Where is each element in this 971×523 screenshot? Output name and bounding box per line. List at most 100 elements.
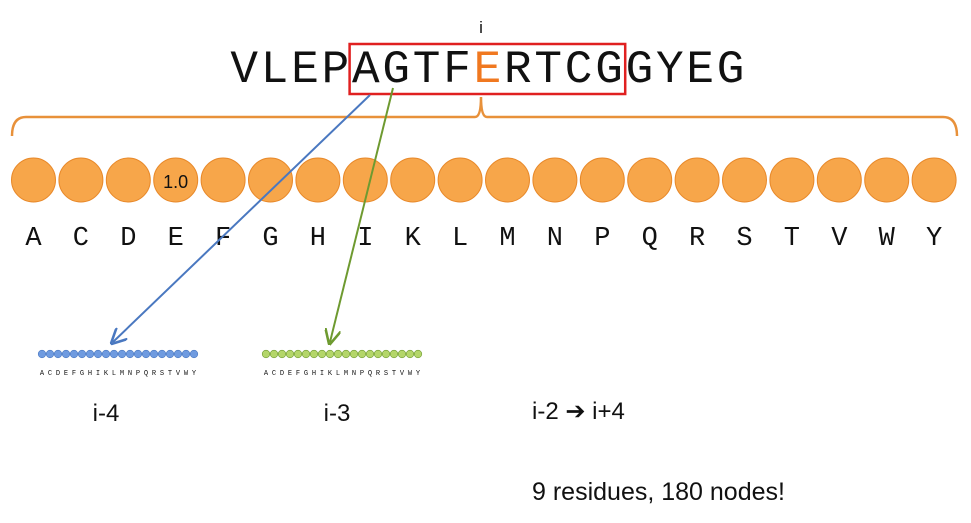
small-node-letter-C: C (48, 370, 52, 378)
small-node-letter-K: K (328, 370, 333, 378)
sequence-residue-5: G (382, 44, 410, 96)
input-node-M (485, 157, 530, 203)
small-node-W (405, 349, 415, 359)
small-node-T (165, 349, 175, 359)
sequence-residue-14: Y (656, 44, 684, 96)
input-node-C (58, 157, 104, 203)
small-node-Y (189, 349, 199, 359)
small-node-N (349, 349, 359, 359)
small-node-letter-Q: Q (368, 370, 372, 378)
small-node-D (277, 349, 287, 359)
small-node-R (373, 349, 383, 359)
mapping-arrow-1 (330, 87, 394, 342)
encoding-offset-label: i-4 (93, 400, 120, 427)
small-node-letter-N: N (352, 370, 356, 378)
input-node-Y (911, 157, 957, 203)
small-node-letter-H: H (88, 370, 92, 378)
sequence-residue-1: L (261, 44, 289, 96)
small-node-E (61, 349, 71, 359)
small-node-letter-S: S (384, 370, 388, 378)
small-node-I (317, 349, 327, 359)
encoding-bracket (10, 96, 959, 137)
sequence-residue-15: E (686, 44, 714, 96)
amino-acid-label-A: A (25, 224, 42, 254)
small-node-letter-F: F (296, 370, 300, 378)
small-node-S (381, 349, 391, 359)
input-node-V (816, 157, 862, 203)
amino-acid-label-F: F (215, 224, 231, 254)
node-value-label: 1.0 (163, 172, 188, 192)
input-node-W (864, 157, 910, 203)
amino-acid-label-E: E (168, 224, 184, 254)
input-node-K (390, 157, 436, 203)
small-node-I (93, 349, 103, 359)
small-node-Y (413, 349, 423, 359)
sequence-residue-16: G (717, 44, 745, 96)
input-node-N (532, 157, 578, 203)
small-node-P (133, 349, 143, 359)
input-node-H (295, 157, 341, 203)
small-node-C (269, 349, 279, 359)
small-node-H (309, 349, 319, 359)
small-node-letter-A: A (264, 370, 269, 378)
sequence-residue-10: T (534, 44, 562, 96)
amino-acid-label-I: I (357, 224, 373, 254)
amino-acid-label-R: R (689, 224, 705, 254)
input-node-R (674, 157, 720, 203)
small-node-A (261, 349, 271, 359)
amino-acid-label-V: V (831, 224, 848, 254)
small-node-letter-F: F (72, 370, 76, 378)
input-node-S (722, 157, 767, 203)
small-node-letter-P: P (360, 370, 364, 378)
sequence-residue-3: P (322, 44, 350, 96)
small-node-letter-I: I (96, 370, 100, 378)
amino-acid-label-K: K (405, 224, 422, 254)
small-node-S (157, 349, 167, 359)
small-node-letter-D: D (280, 370, 284, 378)
position-marker-label: i (479, 18, 483, 37)
small-node-P (357, 349, 367, 359)
small-node-letter-M: M (344, 370, 348, 378)
sequence-residue-11: C (565, 44, 593, 96)
small-node-L (333, 349, 343, 359)
small-node-R (149, 349, 159, 359)
sequence-residue-8: E (474, 44, 502, 96)
sequence-residue-13: G (626, 44, 654, 96)
small-node-F (293, 349, 303, 359)
amino-acid-label-D: D (120, 224, 136, 254)
amino-acid-label-M: M (499, 224, 515, 254)
small-node-K (101, 349, 111, 359)
small-node-letter-E: E (64, 370, 68, 378)
small-node-letter-G: G (304, 370, 308, 378)
small-node-letter-D: D (56, 370, 60, 378)
small-node-letter-T: T (168, 370, 172, 378)
small-node-letter-A: A (40, 370, 45, 378)
amino-acid-label-C: C (73, 224, 89, 254)
small-node-letter-G: G (80, 370, 84, 378)
small-node-W (181, 349, 191, 359)
input-node-G (248, 157, 293, 203)
amino-acid-label-T: T (784, 224, 800, 254)
range-label: i-2 ➔ i+4 (532, 398, 625, 425)
small-node-D (53, 349, 63, 359)
input-node-L (437, 157, 483, 203)
small-node-letter-K: K (104, 370, 109, 378)
small-node-T (389, 349, 399, 359)
small-node-H (85, 349, 95, 359)
input-node-A (11, 157, 56, 203)
small-node-L (109, 349, 119, 359)
summary-text: 9 residues, 180 nodes! (532, 478, 785, 506)
amino-acid-label-S: S (736, 224, 752, 254)
small-node-letter-I: I (320, 370, 324, 378)
small-node-letter-V: V (176, 370, 181, 378)
small-node-letter-C: C (272, 370, 276, 378)
sequence-residue-6: T (413, 44, 441, 96)
small-node-letter-R: R (376, 370, 381, 378)
small-node-E (285, 349, 295, 359)
small-node-letter-L: L (336, 370, 340, 378)
mapping-arrow-0 (113, 94, 371, 342)
amino-acid-label-Q: Q (642, 224, 658, 254)
small-node-letter-E: E (288, 370, 292, 378)
encoding-offset-label: i-3 (324, 400, 351, 427)
